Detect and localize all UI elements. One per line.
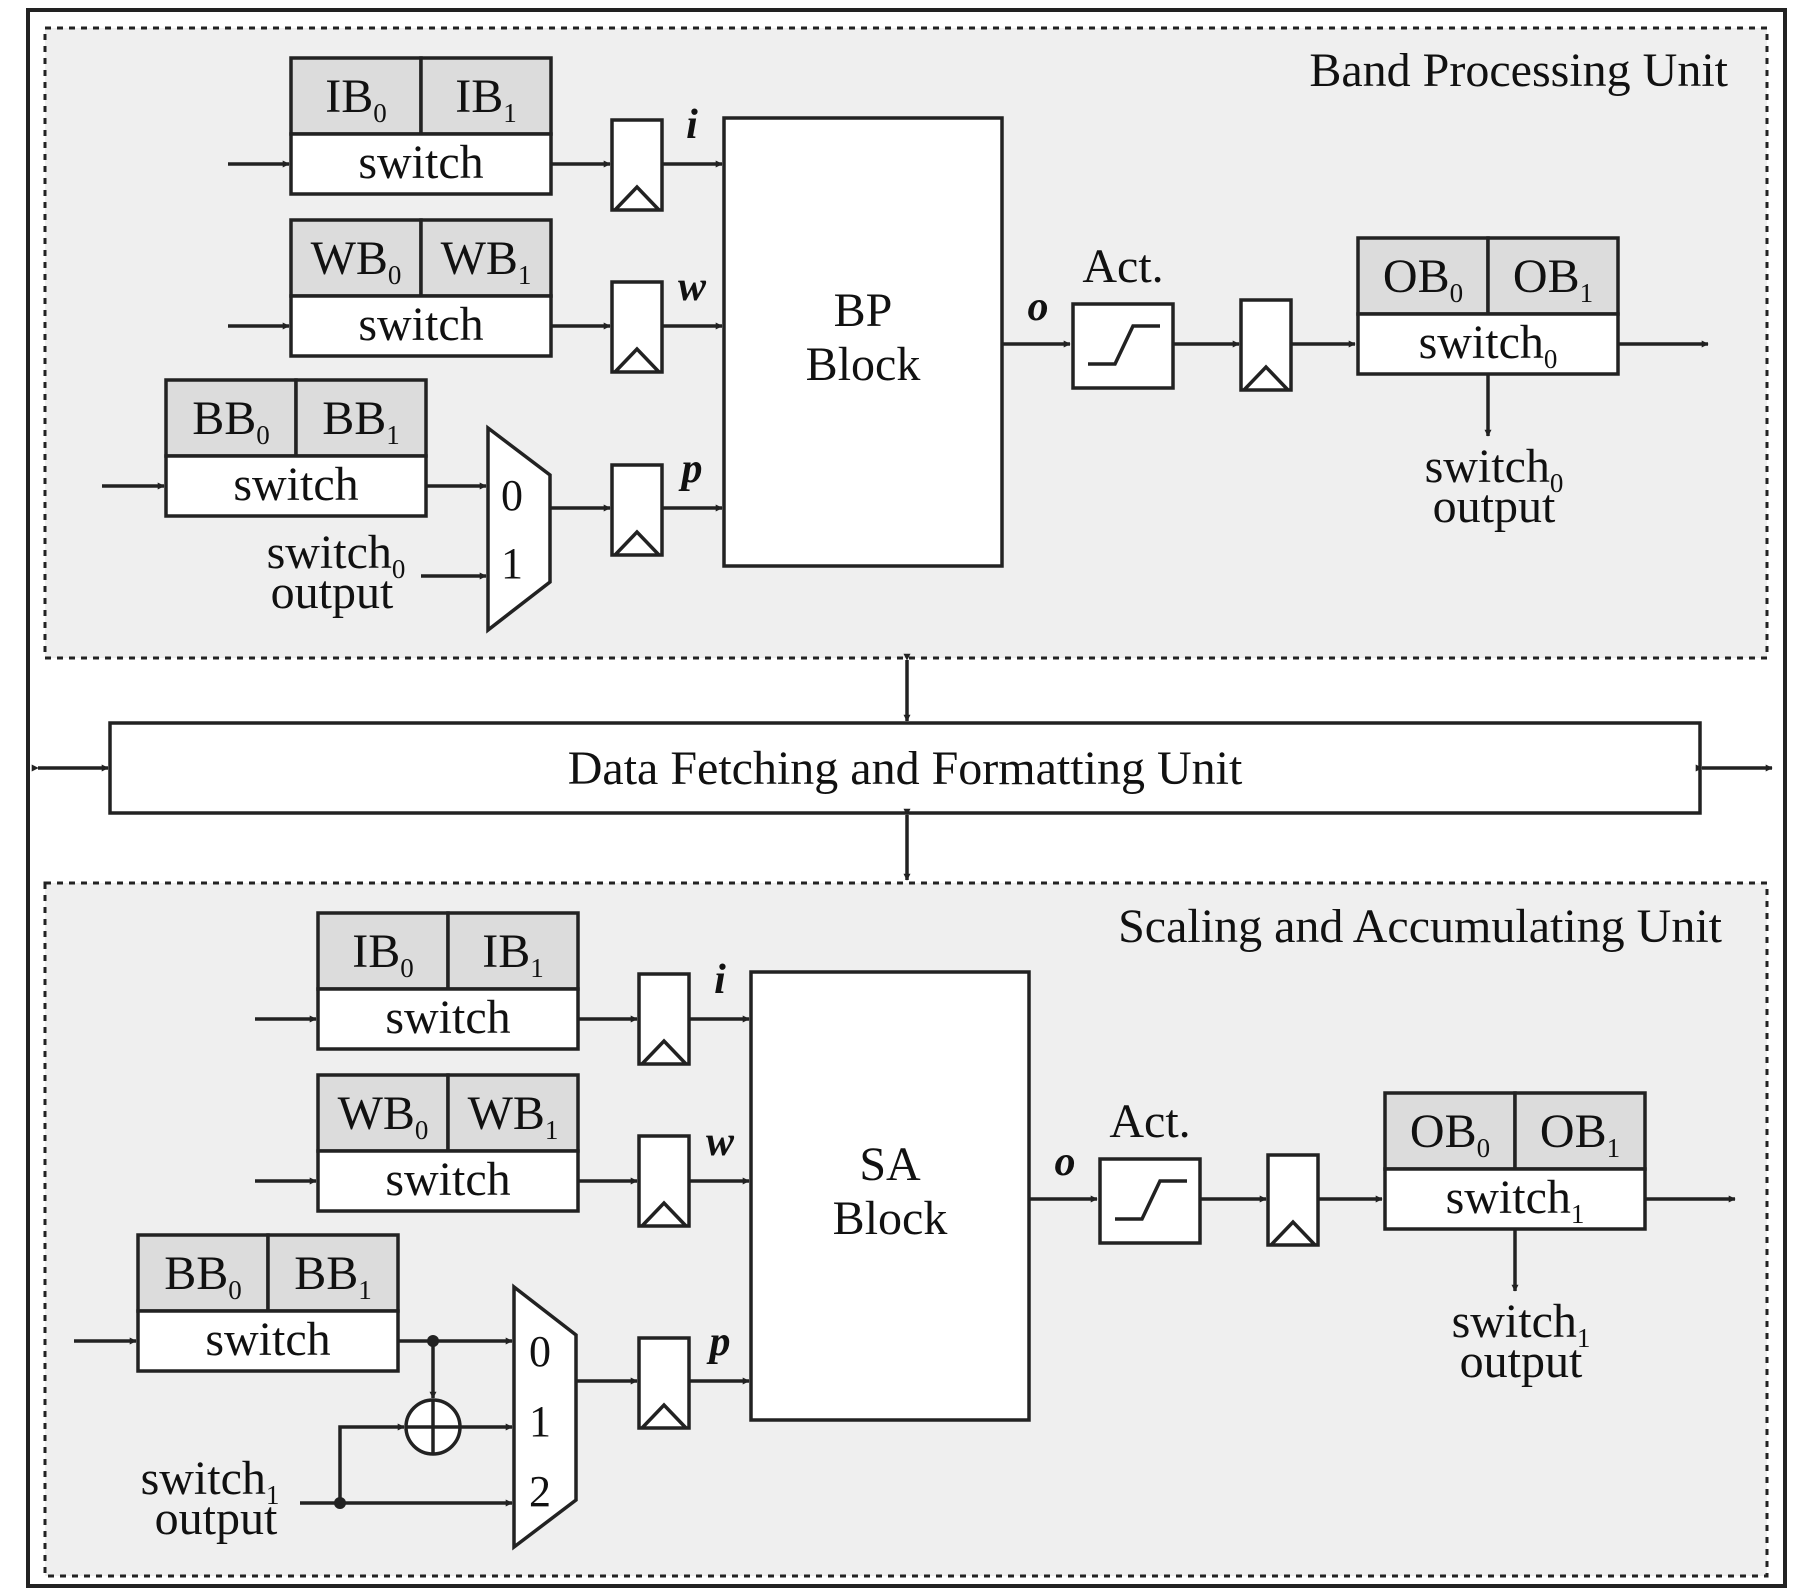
register-o [1239, 298, 1293, 392]
wb0-label: WB0 [338, 1087, 429, 1145]
mux-input-2: 2 [529, 1467, 551, 1516]
signal-w: w [678, 264, 707, 310]
register-w [610, 280, 664, 374]
bpu-mux: 0 1 [486, 424, 552, 634]
act-label: Act. [1109, 1095, 1190, 1148]
bpu-weight-buffer: WB0 WB1 switch [289, 218, 553, 358]
sau-mux-note-line2: output [155, 1492, 278, 1545]
wb1-label: WB1 [441, 232, 532, 290]
sau-mux: 0 1 2 [512, 1283, 578, 1551]
sau-activation: Act. [1098, 1095, 1202, 1245]
output-switch-label: switch1 [1446, 1171, 1585, 1229]
ib0-label: IB0 [325, 70, 387, 128]
register-i [610, 118, 664, 212]
sau-bias-buffer: BB0 BB1 switch [136, 1233, 400, 1373]
bpu-output-buffer: OB0 OB1 switch0 [1356, 236, 1620, 376]
outer-frame [26, 8, 1787, 1588]
adder [404, 1398, 462, 1456]
bp-block: BP Block [722, 116, 1004, 568]
ob1-label: OB1 [1540, 1105, 1620, 1163]
bp-block-line2: Block [806, 338, 921, 391]
signal-i: i [714, 957, 726, 1003]
switch-label: switch [358, 136, 483, 189]
act-label: Act. [1082, 240, 1163, 293]
signal-i: i [686, 102, 698, 148]
signal-p: p [707, 1319, 731, 1365]
band-processing-unit: Band Processing Unit IB0 IB1 switch WB0 … [43, 26, 1769, 660]
signal-o: o [1055, 1139, 1076, 1185]
switch-label: switch [205, 1313, 330, 1366]
ib1-label: IB1 [482, 925, 544, 983]
bpu-title: Band Processing Unit [1309, 44, 1728, 97]
sa-block-line1: SA [859, 1138, 921, 1191]
dffu-title: Data Fetching and Formatting Unit [568, 742, 1243, 795]
ob0-label: OB0 [1383, 250, 1463, 308]
bpu-input-buffer: IB0 IB1 switch [289, 56, 553, 196]
mux-input-1: 1 [529, 1397, 551, 1446]
junction-dot [334, 1497, 346, 1509]
sau-mux-note-line1: switch1 [141, 1452, 280, 1510]
bpu-out-note-line2: output [1433, 480, 1556, 533]
sa-block: SA Block [749, 970, 1031, 1422]
signal-o: o [1028, 284, 1049, 330]
register-o [1266, 1153, 1320, 1247]
register-p [637, 1336, 691, 1430]
ib0-label: IB0 [352, 925, 414, 983]
data-fetching-unit: Data Fetching and Formatting Unit [31, 653, 1773, 881]
register-p [610, 463, 664, 557]
sau-title: Scaling and Accumulating Unit [1118, 900, 1723, 953]
ob1-label: OB1 [1513, 250, 1593, 308]
switch-label: switch [358, 298, 483, 351]
bpu-mux-note-line2: output [271, 566, 394, 619]
bpu-activation: Act. [1071, 240, 1175, 390]
mux-input-0: 0 [529, 1327, 551, 1376]
bp-block-line1: BP [834, 284, 893, 337]
sau-input-buffer: IB0 IB1 switch [316, 911, 580, 1051]
ib1-label: IB1 [455, 70, 517, 128]
switch-label: switch [385, 1153, 510, 1206]
bpu-bias-buffer: BB0 BB1 switch [164, 378, 428, 518]
sa-block-line2: Block [833, 1192, 948, 1245]
ob0-label: OB0 [1410, 1105, 1490, 1163]
scaling-accumulating-unit: Scaling and Accumulating Unit IB0 IB1 sw… [43, 881, 1769, 1578]
mux-input-0: 0 [501, 471, 523, 520]
output-switch-label: switch0 [1419, 316, 1558, 374]
sau-out-note-line1: switch1 [1452, 1295, 1591, 1353]
wb0-label: WB0 [311, 232, 402, 290]
dffu-box [108, 721, 1702, 815]
bpu-mux-note-line1: switch0 [267, 526, 406, 584]
mux-input-1: 1 [501, 539, 523, 588]
bb0-label: BB0 [164, 1247, 242, 1305]
signal-p: p [679, 446, 703, 492]
sau-output-buffer: OB0 OB1 switch1 [1383, 1091, 1647, 1231]
signal-w: w [706, 1119, 735, 1165]
wb1-label: WB1 [468, 1087, 559, 1145]
sau-out-note-line2: output [1460, 1335, 1583, 1388]
sau-weight-buffer: WB0 WB1 switch [316, 1073, 580, 1213]
register-i [637, 972, 691, 1066]
switch-label: switch [233, 458, 358, 511]
bpu-out-note-line1: switch0 [1425, 440, 1564, 498]
switch-label: switch [385, 991, 510, 1044]
bb1-label: BB1 [322, 392, 400, 450]
register-w [637, 1134, 691, 1228]
bb1-label: BB1 [294, 1247, 372, 1305]
bb0-label: BB0 [192, 392, 270, 450]
